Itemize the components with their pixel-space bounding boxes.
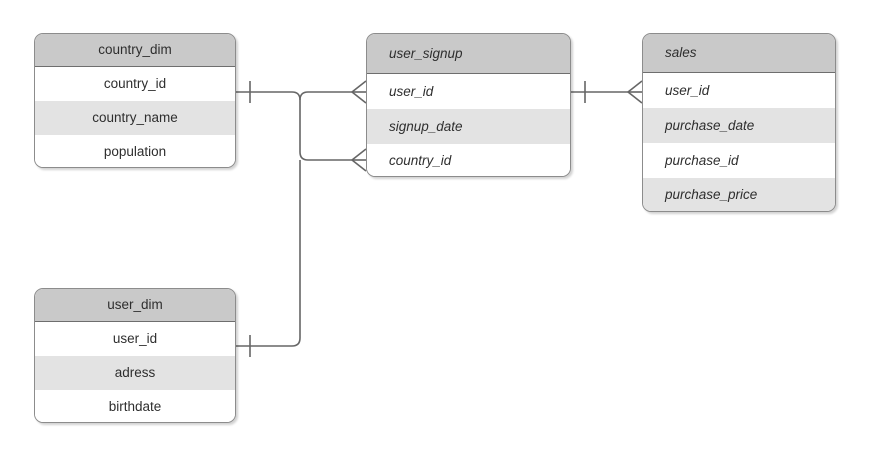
entity-user-signup-title: user_signup	[367, 34, 570, 74]
entity-user-dim-column-birthdate[interactable]: birthdate	[35, 390, 235, 422]
connector-junction-to-user-dim	[236, 160, 301, 347]
entity-sales-column-purchase-date[interactable]: purchase_date	[643, 108, 835, 143]
connector-junction-to-user-signup-userid	[299, 91, 352, 101]
entity-sales-title: sales	[643, 34, 835, 73]
entity-sales[interactable]: sales user_id purchase_date purchase_id …	[642, 33, 836, 212]
entity-user-dim-column-adress[interactable]: adress	[35, 356, 235, 390]
entity-sales-column-user-id[interactable]: user_id	[643, 73, 835, 108]
entity-country-dim-title: country_dim	[35, 34, 235, 67]
entity-sales-column-purchase-id[interactable]: purchase_id	[643, 143, 835, 178]
cardinality-many-user-signup-countryid	[351, 148, 367, 172]
entity-user-dim[interactable]: user_dim user_id adress birthdate	[34, 288, 236, 423]
entity-user-signup-column-country-id[interactable]: country_id	[367, 144, 570, 176]
entity-sales-column-purchase-price[interactable]: purchase_price	[643, 178, 835, 211]
entity-country-dim[interactable]: country_dim country_id country_name popu…	[34, 33, 236, 168]
entity-user-signup-column-signup-date[interactable]: signup_date	[367, 109, 570, 144]
entity-country-dim-column-country-name[interactable]: country_name	[35, 101, 235, 135]
entity-country-dim-column-population[interactable]: population	[35, 135, 235, 167]
entity-user-dim-column-user-id[interactable]: user_id	[35, 322, 235, 356]
cardinality-many-sales-userid	[627, 80, 643, 104]
entity-user-signup-column-user-id[interactable]: user_id	[367, 74, 570, 109]
entity-country-dim-column-country-id[interactable]: country_id	[35, 67, 235, 101]
cardinality-many-user-signup-userid	[351, 80, 367, 104]
entity-user-dim-title: user_dim	[35, 289, 235, 322]
entity-user-signup[interactable]: user_signup user_id signup_date country_…	[366, 33, 571, 177]
connector-junction-to-user-signup-countryid	[299, 100, 352, 161]
connector-country-dim-to-junction	[236, 91, 301, 101]
